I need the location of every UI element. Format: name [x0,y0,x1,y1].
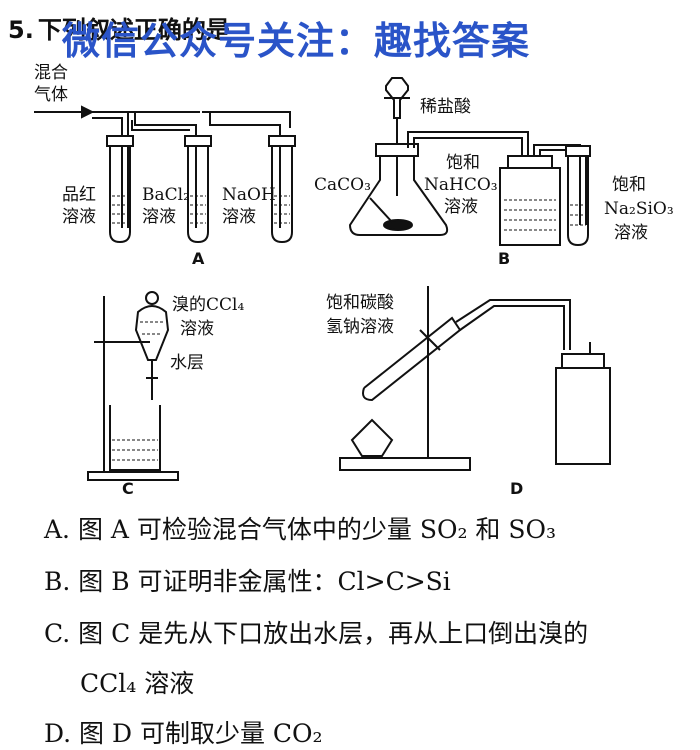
figure-b-apparatus [348,77,591,247]
figure-a-inlet-label-2: 气体 [34,85,68,105]
option-d: D. 图 D 可制取少量 CO₂ [44,719,323,748]
figure-a-tube3-label-1: NaOH [222,185,276,205]
figure-a-tube3-label-2: 溶液 [222,207,256,227]
option-c-continued: CCl₄ 溶液 [80,669,195,698]
figure-b-tube-label-3: 溶液 [614,223,648,243]
figure-b-caption: B [498,249,510,268]
figure-a-tube1-label-2: 溶液 [62,207,96,227]
watermark-text: 微信公众号关注：趣找答案 [62,19,531,63]
figure-c-top-label-2: 溶液 [180,319,214,339]
figure-d-caption: D [510,479,523,498]
option-c: C. 图 C 是先从下口放出水层，再从上口倒出溴的 [44,619,589,648]
question-number: 5.下列叙述正确的是 [8,16,230,44]
figure-c-caption: C [122,479,134,498]
figure-a-inlet-label-1: 混合 [34,63,68,83]
figure-d-reagent-label-2: 氢钠溶液 [326,317,394,337]
figure-a-apparatus [34,105,296,244]
apparatus-figure: 混合 气体 品红 溶液 BaCl₂ 溶液 NaOH 溶液 A 稀盐酸 CaCO₃… [34,63,674,498]
figure-b-bottle-label-2: NaHCO₃ [424,175,498,195]
figure-b-acid-label: 稀盐酸 [420,97,471,117]
option-a: A. 图 A 可检验混合气体中的少量 SO₂ 和 SO₃ [44,515,557,544]
figure-d-apparatus [339,286,611,471]
figure-a-tube2-label-2: 溶液 [142,207,176,227]
figure-b-tube-label-2: Na₂SiO₃ [604,199,674,219]
figure-c-water-layer-label: 水层 [170,353,204,373]
figure-b-bottle-label-3: 溶液 [444,197,478,217]
figure-b-tube-label-1: 饱和 [612,175,646,195]
figure-c-top-label-1: 溴的CCl₄ [172,295,244,315]
figure-b-bottle-label-1: 饱和 [446,153,480,173]
figure-d-reagent-label-1: 饱和碳酸 [326,293,394,313]
figure-c-apparatus [87,291,179,481]
figure-b-solid-label: CaCO₃ [314,175,371,195]
figure-a-tube2-label-1: BaCl₂ [142,185,190,205]
figure-a-tube1-label-1: 品红 [62,185,96,205]
question-stem: 下列叙述正确的是 [37,16,230,44]
option-b: B. 图 B 可证明非金属性：Cl>C>Si [44,567,451,596]
figure-a-caption: A [192,249,205,268]
